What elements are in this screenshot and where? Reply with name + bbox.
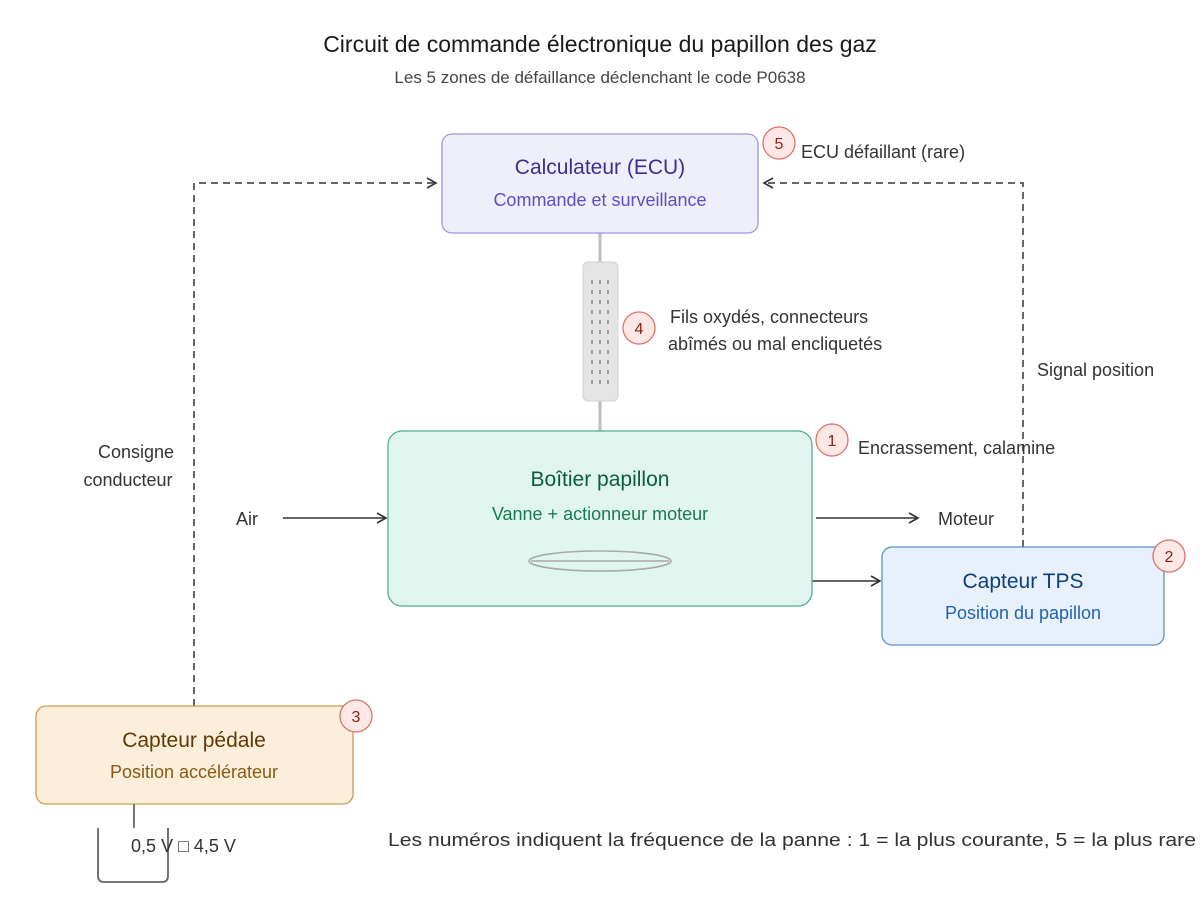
pedal-box: [35, 705, 354, 805]
throttle-node: Boîtier papillon Vanne + actionneur mote…: [387, 430, 813, 607]
consigne-label-line2: conducteur: [83, 470, 172, 490]
failure-badge-4: 4: [622, 311, 656, 345]
badge-3-number: 3: [352, 709, 361, 726]
failure-badge-5: 5: [762, 126, 796, 160]
footnote: Les numéros indiquent la fréquence de la…: [388, 830, 1196, 850]
badge-5-number: 5: [775, 136, 784, 153]
pedal-subtitle: Position accélérateur: [110, 762, 278, 782]
signal-position-dashed-arrow: [762, 177, 1024, 547]
throttle-box: [387, 430, 813, 607]
moteur-label: Moteur: [938, 509, 994, 529]
badge-4-label-line2: abîmés ou mal encliquetés: [668, 334, 882, 354]
tps-node: Capteur TPS Position du papillon: [881, 546, 1165, 646]
badge-5-label: ECU défaillant (rare): [801, 142, 965, 162]
throttle-subtitle: Vanne + actionneur moteur: [492, 504, 708, 524]
tps-title: Capteur TPS: [962, 570, 1083, 593]
voltage-label: 0,5 V □ 4,5 V: [131, 836, 236, 856]
throttle-title: Boîtier papillon: [531, 468, 670, 491]
diagram-subtitle: Les 5 zones de défaillance déclenchant l…: [394, 68, 805, 87]
tps-subtitle: Position du papillon: [945, 603, 1101, 623]
signal-position-label: Signal position: [1037, 360, 1154, 380]
air-label: Air: [236, 509, 258, 529]
ecu-title: Calculateur (ECU): [515, 156, 685, 179]
wire-connector: [582, 261, 619, 402]
failure-badge-2: 2: [1152, 539, 1186, 573]
pedal-title: Capteur pédale: [122, 729, 266, 752]
badge-1-label: Encrassement, calamine: [858, 438, 1055, 458]
diagram-title: Circuit de commande électronique du papi…: [323, 31, 877, 57]
ecu-node: Calculateur (ECU) Commande et surveillan…: [441, 133, 759, 234]
pedal-node: Capteur pédale Position accélérateur: [35, 705, 354, 805]
badge-1-number: 1: [828, 433, 837, 450]
badge-4-label-line1: Fils oxydés, connecteurs: [670, 307, 868, 327]
tps-box: [881, 546, 1165, 646]
failure-badge-1: 1: [815, 423, 849, 457]
failure-badge-3: 3: [339, 699, 373, 733]
consigne-label-line1: Consigne: [98, 442, 174, 462]
throttle-valve-icon: [528, 550, 672, 572]
ecu-box: [441, 133, 759, 234]
consigne-dashed-arrow: [193, 177, 438, 706]
pedal-lever-icon: [97, 804, 169, 883]
badge-2-number: 2: [1165, 549, 1174, 566]
ecu-subtitle: Commande et surveillance: [493, 190, 706, 210]
badge-4-number: 4: [635, 321, 644, 338]
